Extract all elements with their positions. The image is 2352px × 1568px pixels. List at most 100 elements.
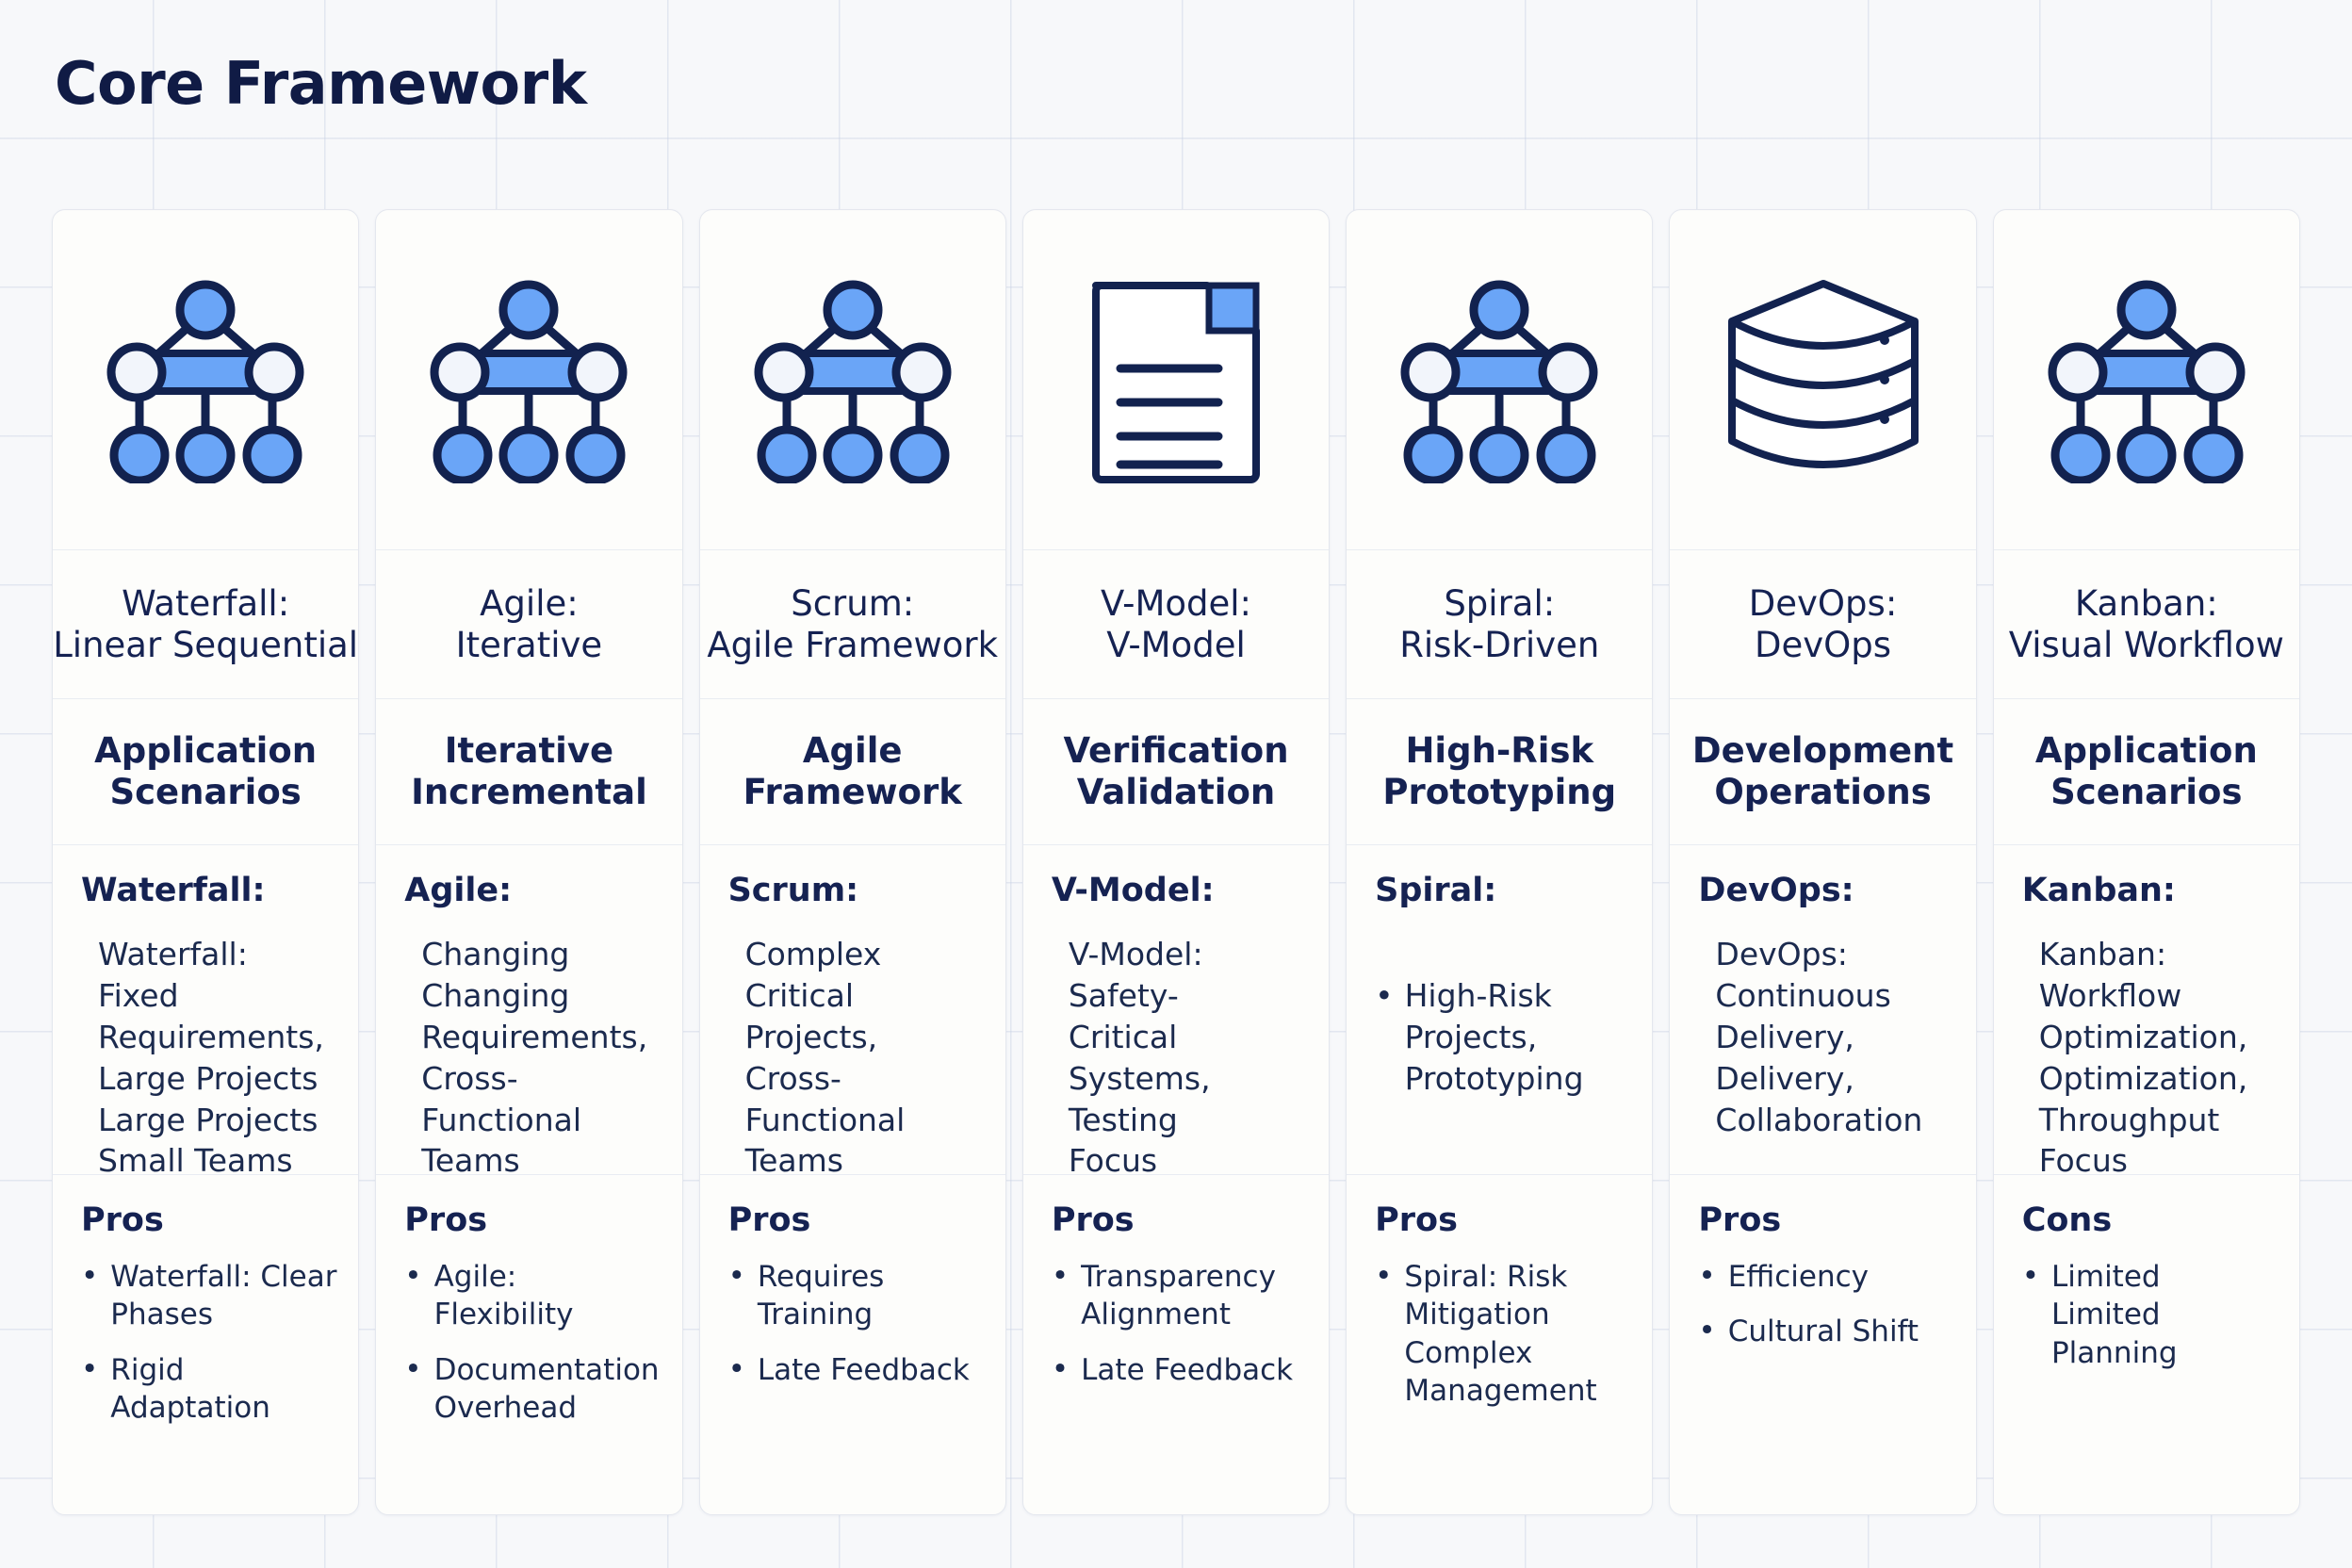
- card-body-heading: Agile:: [404, 872, 513, 909]
- pros-list-item: • Documentation Overhead: [404, 1351, 661, 1428]
- card-subtitle-line2: Validation: [1076, 772, 1276, 812]
- pros-list-item: • Agile: Flexibility: [404, 1258, 661, 1334]
- card-title-line2: Iterative: [455, 624, 603, 665]
- card-icon-cell: [376, 210, 682, 550]
- card-subtitle-cell: Agile Framework: [699, 699, 1005, 845]
- card-body-cell: DevOps: DevOps: Continuous Delivery, Del…: [1670, 845, 1976, 1175]
- framework-card[interactable]: Spiral: Risk-Driven High-Risk Prototypin…: [1346, 209, 1654, 1515]
- card-icon-cell: [1022, 210, 1330, 550]
- hierarchy-icon: [88, 276, 323, 483]
- pros-heading: Pros: [404, 1201, 488, 1239]
- card-subtitle-cell: Development Operations: [1670, 699, 1976, 845]
- pros-list-item: • Spiral: Risk Mitigation Complex Manage…: [1375, 1258, 1631, 1410]
- card-subtitle-line2: Scenarios: [2050, 772, 2243, 812]
- card-body-cell: Spiral: •High-Risk Projects, Prototyping: [1347, 845, 1653, 1175]
- framework-card[interactable]: DevOps: DevOps Development Operations De…: [1669, 209, 1977, 1515]
- framework-card[interactable]: Waterfall: Linear Sequential Application…: [52, 209, 360, 1515]
- card-title-line2: Linear Sequential: [53, 624, 359, 665]
- pros-list-item: • Late Feedback: [1052, 1351, 1308, 1389]
- bullet-dot: •: [2021, 1259, 2039, 1293]
- card-icon-cell: [1670, 210, 1976, 550]
- framework-card[interactable]: Agile: Iterative Iterative Incremental A…: [375, 209, 683, 1515]
- card-title-line2: V-Model: [1106, 624, 1246, 665]
- card-pros-cell: Pros • Agile: Flexibility • Documentatio…: [376, 1175, 681, 1514]
- card-pros-cell: Cons • Limited Limited Planning: [1994, 1175, 2299, 1514]
- card-body-text: DevOps: Continuous Delivery, Delivery, C…: [1715, 936, 1923, 1138]
- card-pros-cell: Pros • Transparency Alignment • Late Fee…: [1023, 1175, 1329, 1514]
- bullet-dot: •: [727, 1351, 745, 1386]
- card-title-line2: Visual Workflow: [2008, 624, 2284, 665]
- hierarchy-icon: [1381, 276, 1617, 483]
- bullet-dot: •: [1698, 1314, 1716, 1348]
- pros-list-item: • Requires Training: [728, 1258, 985, 1334]
- card-subtitle-cell: Verification Validation: [1022, 699, 1330, 845]
- card-subtitle-cell: High-Risk Prototyping: [1347, 699, 1653, 845]
- card-body-heading: Spiral:: [1375, 872, 1497, 909]
- pros-list: • Waterfall: Clear Phases • Rigid Adapta…: [81, 1258, 337, 1427]
- bullet-dot: •: [404, 1351, 422, 1386]
- card-subtitle-line1: Development: [1691, 730, 1954, 772]
- card-title-line1: Agile:: [480, 582, 579, 624]
- card-title-cell: Spiral: Risk-Driven: [1347, 550, 1653, 699]
- card-title-line1: Scrum:: [791, 582, 915, 624]
- pros-heading: Pros: [727, 1201, 811, 1239]
- card-body-text: Waterfall: Fixed Requirements, Large Pro…: [98, 936, 324, 1180]
- card-body-cell: Scrum: Complex Critical Projects, Cross-…: [699, 845, 1005, 1179]
- pros-list: • Spiral: Risk Mitigation Complex Manage…: [1375, 1258, 1631, 1410]
- card-body-cell: Kanban: Kanban: Workflow Optimization, O…: [1993, 845, 2299, 1179]
- card-body-heading: Kanban:: [2021, 872, 2176, 909]
- card-subtitle-line1: Iterative: [444, 730, 614, 772]
- pros-list-item: • Limited Limited Planning: [2022, 1258, 2278, 1372]
- framework-card[interactable]: Scrum: Agile Framework Agile Framework S…: [698, 209, 1006, 1515]
- pros-list: • Efficiency • Cultural Shift: [1698, 1258, 1954, 1351]
- card-body-heading: Scrum:: [727, 872, 859, 909]
- card-body-heading: V-Model:: [1051, 872, 1215, 909]
- card-title-line2: Risk-Driven: [1399, 624, 1600, 665]
- card-subtitle-line1: Agile: [802, 730, 903, 772]
- card-title-line2: DevOps: [1755, 624, 1892, 665]
- card-icon-cell: [1993, 210, 2299, 550]
- pros-list: • Transparency Alignment • Late Feedback: [1052, 1258, 1308, 1389]
- framework-card-row: Waterfall: Linear Sequential Application…: [52, 209, 2300, 1515]
- card-title-line2: Agile Framework: [707, 624, 999, 665]
- card-subtitle-line2: Prototyping: [1382, 772, 1617, 812]
- card-subtitle-line1: Application: [94, 730, 318, 772]
- card-subtitle-cell: Application Scenarios: [53, 699, 359, 845]
- framework-card[interactable]: V-Model: V-Model Verification Validation…: [1021, 209, 1331, 1515]
- card-title-line1: DevOps:: [1748, 582, 1898, 624]
- card-body-heading: Waterfall:: [81, 872, 266, 909]
- bullet-dot: •: [81, 1259, 99, 1293]
- document-icon: [1086, 270, 1266, 489]
- card-pros-cell: Pros • Spiral: Risk Mitigation Complex M…: [1347, 1175, 1652, 1514]
- pros-heading: Pros: [81, 1201, 164, 1239]
- card-title-line1: Kanban:: [2074, 582, 2218, 624]
- bullet-dot: •: [81, 1351, 99, 1386]
- framework-card[interactable]: Kanban: Visual Workflow Application Scen…: [1992, 209, 2300, 1515]
- card-icon-cell: [699, 210, 1005, 550]
- pros-list-item: • Transparency Alignment: [1052, 1258, 1308, 1334]
- card-title-line1: V-Model:: [1100, 582, 1252, 624]
- card-pros-cell: Pros • Requires Training • Late Feedback: [700, 1175, 1005, 1514]
- hierarchy-icon: [411, 276, 646, 483]
- card-body-text: Changing Changing Requirements, Cross- F…: [421, 936, 648, 1180]
- card-title-cell: Scrum: Agile Framework: [699, 550, 1005, 699]
- card-title-cell: Agile: Iterative: [376, 550, 682, 699]
- pros-heading: Pros: [1051, 1201, 1135, 1239]
- card-subtitle-line2: Operations: [1714, 772, 1932, 812]
- card-body-text: Kanban: Workflow Optimization, Optimizat…: [2038, 936, 2248, 1180]
- pros-list-item: • Efficiency: [1698, 1258, 1954, 1296]
- card-body-text: V-Model: Safety- Critical Systems, Testi…: [1068, 936, 1211, 1180]
- card-title-line1: Spiral:: [1444, 582, 1556, 624]
- bullet-dot: •: [1698, 1259, 1716, 1293]
- card-body-text: Complex Critical Projects, Cross- Functi…: [744, 936, 906, 1180]
- bullet-dot: •: [1375, 976, 1394, 1014]
- page-title: Core Framework: [55, 49, 587, 118]
- bullet-dot: •: [1051, 1259, 1070, 1293]
- card-subtitle-line1: Verification: [1063, 730, 1289, 772]
- card-title-cell: Waterfall: Linear Sequential: [53, 550, 359, 699]
- card-icon-cell: [1347, 210, 1653, 550]
- pros-list: • Agile: Flexibility • Documentation Ove…: [404, 1258, 661, 1427]
- pros-list-item: • Waterfall: Clear Phases: [81, 1258, 337, 1334]
- database-icon: [1715, 276, 1932, 483]
- pros-heading: Pros: [1375, 1201, 1458, 1239]
